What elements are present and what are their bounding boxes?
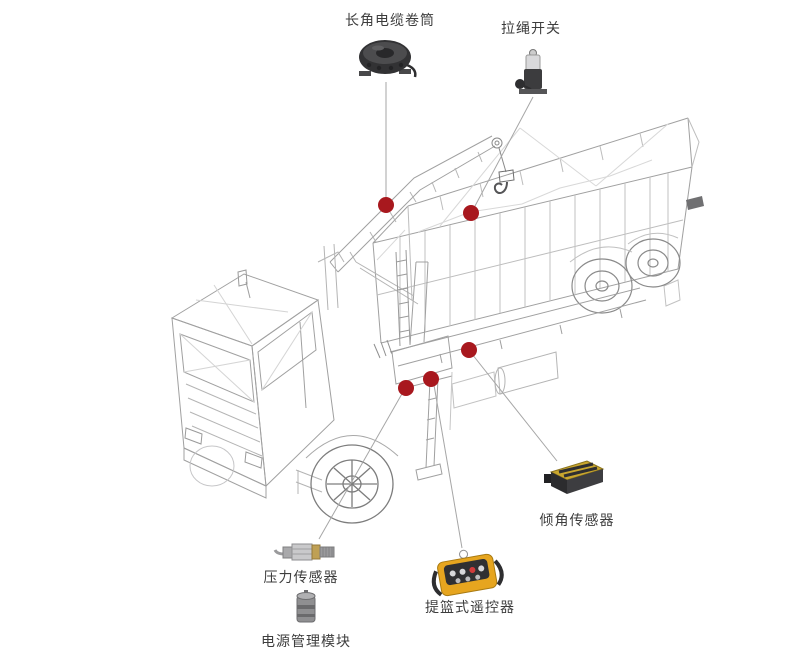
crane <box>317 135 515 481</box>
truck-wireframe <box>170 117 704 524</box>
marker-bed-front <box>463 205 479 221</box>
basket-remote-icon <box>431 549 504 597</box>
marker-crane-boom <box>378 197 394 213</box>
rear-wheels <box>569 232 681 314</box>
leader-line <box>471 353 558 462</box>
marker-crane-base-left <box>398 380 414 396</box>
label-cable-reel: 长角电缆卷筒 <box>345 13 435 29</box>
cargo-bed <box>372 117 704 344</box>
marker-crane-base-right <box>423 371 439 387</box>
crane-hook <box>493 181 508 195</box>
cable-reel-icon <box>359 40 417 78</box>
leader-line <box>433 384 463 549</box>
label-pressure-sensor: 压力传感器 <box>263 570 339 586</box>
chassis <box>389 287 647 409</box>
label-power-module: 电源管理模块 <box>261 634 351 650</box>
power-module-icon <box>296 590 316 623</box>
leader-line <box>318 391 404 540</box>
label-pull-rope-switch: 拉绳开关 <box>501 21 561 37</box>
marker-chassis-mid <box>461 342 477 358</box>
crane-hook-block <box>498 169 515 183</box>
callout-overlay <box>318 82 558 549</box>
pull-rope-switch-icon <box>515 49 547 94</box>
cab <box>170 269 335 499</box>
label-basket-remote: 提篮式遥控器 <box>425 600 515 616</box>
tilt-sensor-icon <box>544 460 605 494</box>
ladder <box>395 249 411 347</box>
pressure-sensor-icon <box>273 543 335 561</box>
bed-slats <box>399 173 669 338</box>
tail-hook <box>686 196 704 210</box>
front-wheel <box>305 435 399 524</box>
leader-line <box>474 96 534 207</box>
label-tilt-sensor: 倾角传感器 <box>539 513 615 529</box>
component-icons <box>273 40 605 623</box>
